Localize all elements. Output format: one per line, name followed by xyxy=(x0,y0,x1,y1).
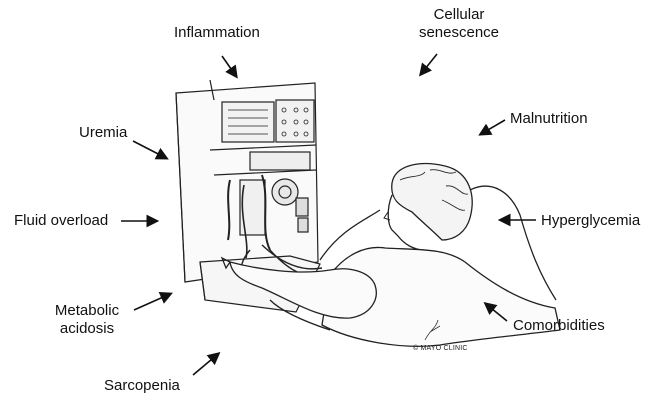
label-inflammation: Inflammation xyxy=(174,24,260,42)
label-uremia: Uremia xyxy=(79,124,127,142)
label-metabolic-acidosis-line2: acidosis xyxy=(46,320,128,338)
label-cellular-senescence-line2: senescence xyxy=(404,24,514,42)
label-hyperglycemia: Hyperglycemia xyxy=(541,212,640,230)
copyright-notice: © MAYO CLINIC xyxy=(413,345,468,352)
arrow-inflammation xyxy=(222,56,236,76)
label-metabolic-acidosis-line1: Metabolic xyxy=(46,302,128,320)
arrow-malnutrition xyxy=(481,120,505,134)
arrow-sarcopenia xyxy=(193,354,218,375)
label-cellular-senescence-line1: Cellular xyxy=(404,6,514,24)
arrow-cellular-senescence xyxy=(421,54,437,74)
arrow-uremia xyxy=(133,141,166,158)
arrow-metabolic-acidosis xyxy=(134,294,170,310)
label-metabolic-acidosis: Metabolic acidosis xyxy=(46,302,128,338)
label-malnutrition: Malnutrition xyxy=(510,110,588,128)
label-fluid-overload: Fluid overload xyxy=(14,212,108,230)
label-sarcopenia: Sarcopenia xyxy=(104,377,180,395)
label-comorbidities: Comorbidities xyxy=(513,317,605,335)
label-cellular-senescence: Cellular senescence xyxy=(404,6,514,42)
